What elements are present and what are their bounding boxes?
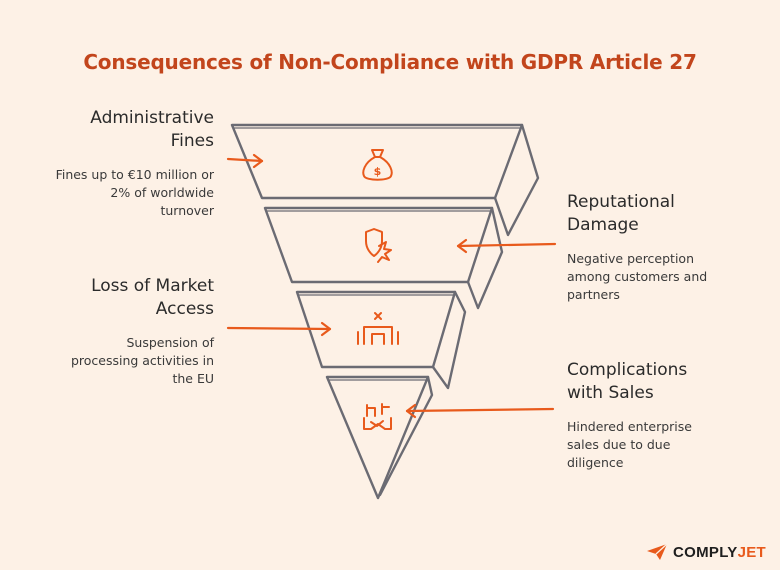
heading-line: Complications [567, 360, 688, 380]
heading-line: Loss of Market [91, 276, 214, 296]
broken-shield-icon [365, 228, 392, 263]
heading-line: with Sales [567, 383, 654, 403]
brand-logo: COMPLYJET [646, 543, 766, 561]
desc-line: partners [567, 287, 620, 302]
item-desc-complications-with-sales: Hindered enterprise sales due to due dil… [567, 418, 692, 472]
brand-name-jet: JET [737, 543, 767, 561]
desc-line: Negative perception [567, 251, 695, 266]
arrow-to-tier-2 [456, 238, 557, 254]
brand-name-comply: COMPLY [673, 543, 738, 561]
desc-line: sales due to due [567, 437, 671, 452]
heading-line: Access [155, 299, 214, 319]
funnel-tier-2 [263, 206, 504, 310]
blocked-building-icon [357, 312, 399, 345]
desc-line: Fines up to €10 million or [55, 167, 214, 182]
heading-line: Reputational [567, 192, 675, 212]
desc-line: 2% of worldwide [110, 185, 214, 200]
item-heading-loss-of-market-access: Loss of Market Access [91, 275, 214, 321]
desc-line: turnover [160, 203, 214, 218]
paper-plane-icon [647, 543, 668, 560]
svg-text:$: $ [374, 165, 382, 178]
funnel-tier-4 [325, 375, 434, 500]
item-desc-administrative-fines: Fines up to €10 million or 2% of worldwi… [56, 166, 214, 220]
heading-line: Damage [567, 215, 639, 235]
desc-line: diligence [567, 455, 624, 470]
item-desc-loss-of-market-access: Suspension of processing activities in t… [71, 334, 214, 388]
funnel-tier-1 [230, 123, 540, 237]
money-bag-icon: $ [362, 149, 393, 181]
handshake-icon [363, 403, 392, 430]
item-heading-administrative-fines: Administrative Fines [90, 107, 214, 153]
heading-line: Fines [170, 131, 214, 151]
funnel-tier-3 [295, 290, 467, 390]
desc-line: the EU [172, 371, 214, 386]
arrow-to-tier-1 [226, 153, 264, 169]
desc-line: processing activities in [70, 353, 214, 368]
desc-line: Hindered enterprise [567, 419, 692, 434]
page-title: Consequences of Non-Compliance with GDPR… [83, 50, 697, 74]
desc-line: Suspension of [126, 335, 215, 350]
item-heading-complications-with-sales: Complications with Sales [567, 359, 687, 405]
desc-line: among customers and [567, 269, 708, 284]
arrow-to-tier-3 [226, 321, 332, 337]
arrow-to-tier-4 [405, 403, 555, 419]
item-heading-reputational-damage: Reputational Damage [567, 191, 675, 237]
item-desc-reputational-damage: Negative perception among customers and … [567, 250, 707, 304]
heading-line: Administrative [90, 108, 214, 128]
